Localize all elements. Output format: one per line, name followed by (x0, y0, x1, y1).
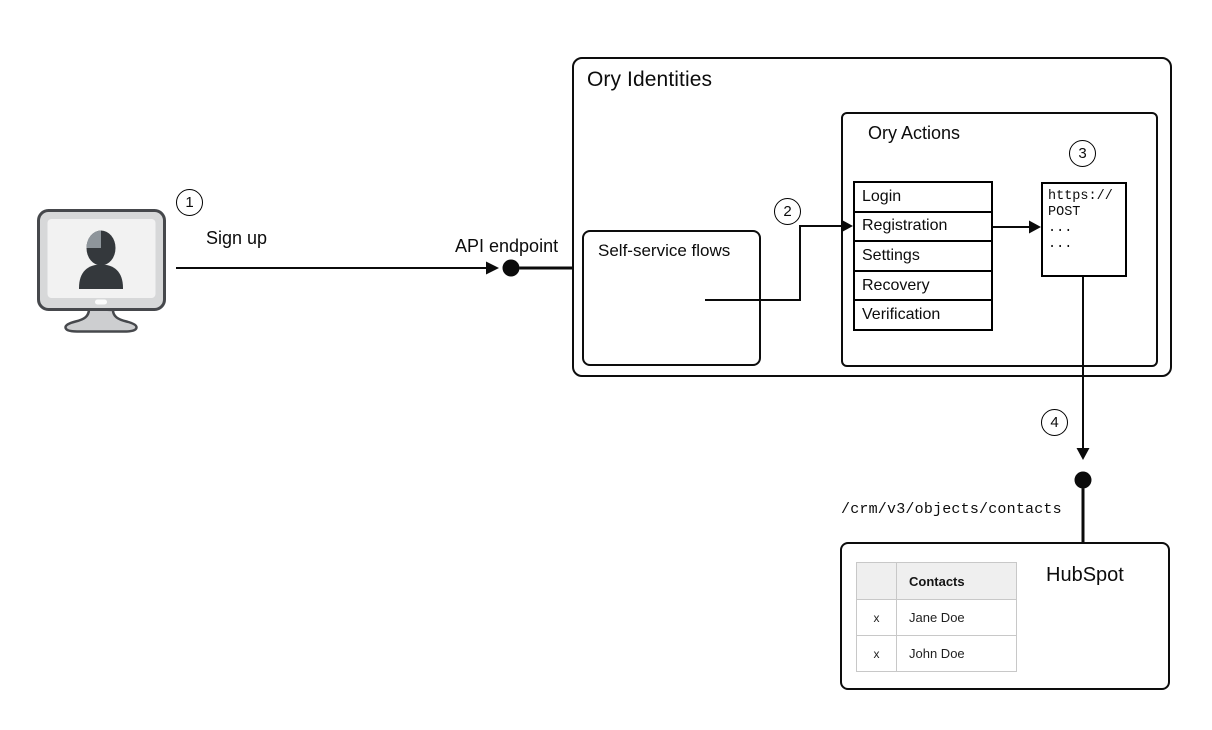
step-4-badge: 4 (1041, 409, 1068, 436)
flow-label: Registration (862, 217, 948, 235)
flow-label: Settings (862, 246, 920, 264)
sign-up-label: Sign up (206, 228, 268, 248)
flows-table: Login Registration Settings Recovery Ver… (853, 181, 993, 331)
flow-label: Login (862, 187, 902, 205)
contacts-header-mark-cell (857, 563, 897, 599)
contacts-header-cell: Contacts (909, 573, 965, 589)
api-endpoint-label: API endpoint (455, 236, 559, 256)
user-computer-icon (37, 209, 166, 333)
contact-mark: x (857, 636, 897, 671)
flow-row-login: Login (855, 183, 991, 211)
request-line: ... (1048, 237, 1073, 252)
webhook-request-box: https:// POST ... ... (1041, 182, 1127, 277)
request-line: POST (1048, 205, 1081, 220)
ory-actions-title: Ory Actions (868, 123, 961, 143)
contact-row: x Jane Doe (857, 599, 1016, 635)
contact-name: Jane Doe (909, 610, 965, 625)
self-service-flows-box: Self-service flows (582, 230, 761, 366)
contacts-header-row: Contacts (857, 563, 1016, 599)
flow-row-registration: Registration (855, 210, 991, 241)
ory-identities-title: Ory Identities (587, 68, 713, 91)
step-2-badge: 2 (774, 198, 801, 225)
request-line: https:// (1048, 189, 1113, 204)
self-service-flows-title: Self-service flows (598, 241, 731, 260)
signup-arrow (176, 261, 499, 275)
hubspot-endpoint-node (1074, 471, 1092, 542)
flow-row-settings: Settings (855, 240, 991, 270)
flow-row-verification: Verification (855, 299, 991, 329)
step-1-badge: 1 (176, 189, 203, 216)
hubspot-title: HubSpot (1046, 564, 1124, 586)
contact-name: John Doe (909, 646, 965, 661)
flow-label: Verification (862, 306, 941, 324)
api-endpoint-node (502, 259, 572, 277)
contact-row: x John Doe (857, 635, 1016, 671)
flow-label: Recovery (862, 276, 930, 294)
contacts-table: Contacts x Jane Doe x John Doe (856, 562, 1017, 672)
request-line: ... (1048, 221, 1073, 236)
contact-mark: x (857, 600, 897, 635)
hubspot-endpoint-path: /crm/v3/objects/contacts (841, 501, 1062, 518)
step-3-badge: 3 (1069, 140, 1096, 167)
flow-row-recovery: Recovery (855, 269, 991, 300)
